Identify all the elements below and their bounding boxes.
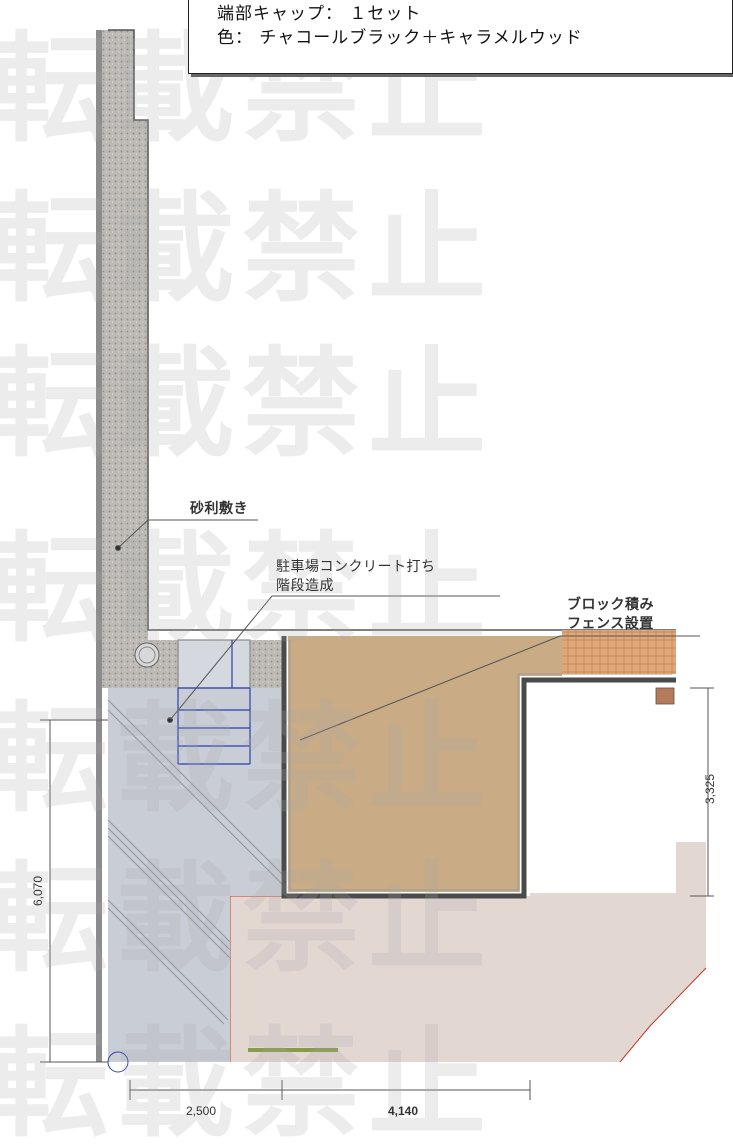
spec-note-box: 端部キャップ： １セット 色： チャコールブラック＋キャラメルウッド — [188, 0, 733, 74]
plant-strip — [248, 1048, 338, 1052]
gravel-strip-left — [100, 30, 134, 688]
label-concrete-2: 階段造成 — [276, 578, 334, 594]
dimension-bottom-left: 2,500 — [186, 1104, 217, 1118]
manhole — [134, 642, 160, 668]
dimension-lines — [40, 687, 714, 1100]
spec-note-line-2: 色： チャコールブラック＋キャラメルウッド — [217, 28, 583, 48]
parking-concrete-area — [108, 688, 282, 1062]
wood-deck-area — [288, 636, 562, 892]
dimension-left-vertical: 6,070 — [31, 875, 45, 907]
dimension-bottom-right: 4,140 — [388, 1104, 419, 1118]
label-gravel: 砂利敷き — [190, 501, 248, 517]
leader-lines — [115, 519, 700, 741]
tile-small-block — [655, 687, 675, 705]
gravel-outline — [108, 29, 676, 631]
gravel-pad-right — [250, 640, 284, 688]
stairs — [177, 639, 251, 765]
left-wall — [96, 30, 102, 1062]
tile-area — [562, 630, 676, 674]
label-block-2: フェンス設置 — [567, 616, 654, 632]
gravel-strip-right — [134, 120, 148, 640]
block-fence — [281, 636, 676, 899]
parking-diagonal-hatch — [107, 699, 283, 1025]
dimension-right-vertical: 3,325 — [703, 773, 717, 805]
label-concrete-1: 駐車場コンクリート打ち — [276, 559, 436, 575]
label-block-1: ブロック積み — [567, 597, 654, 613]
spec-note-line-1: 端部キャップ： １セット — [217, 4, 422, 24]
pavement-diagonal-boundary — [619, 967, 707, 1063]
